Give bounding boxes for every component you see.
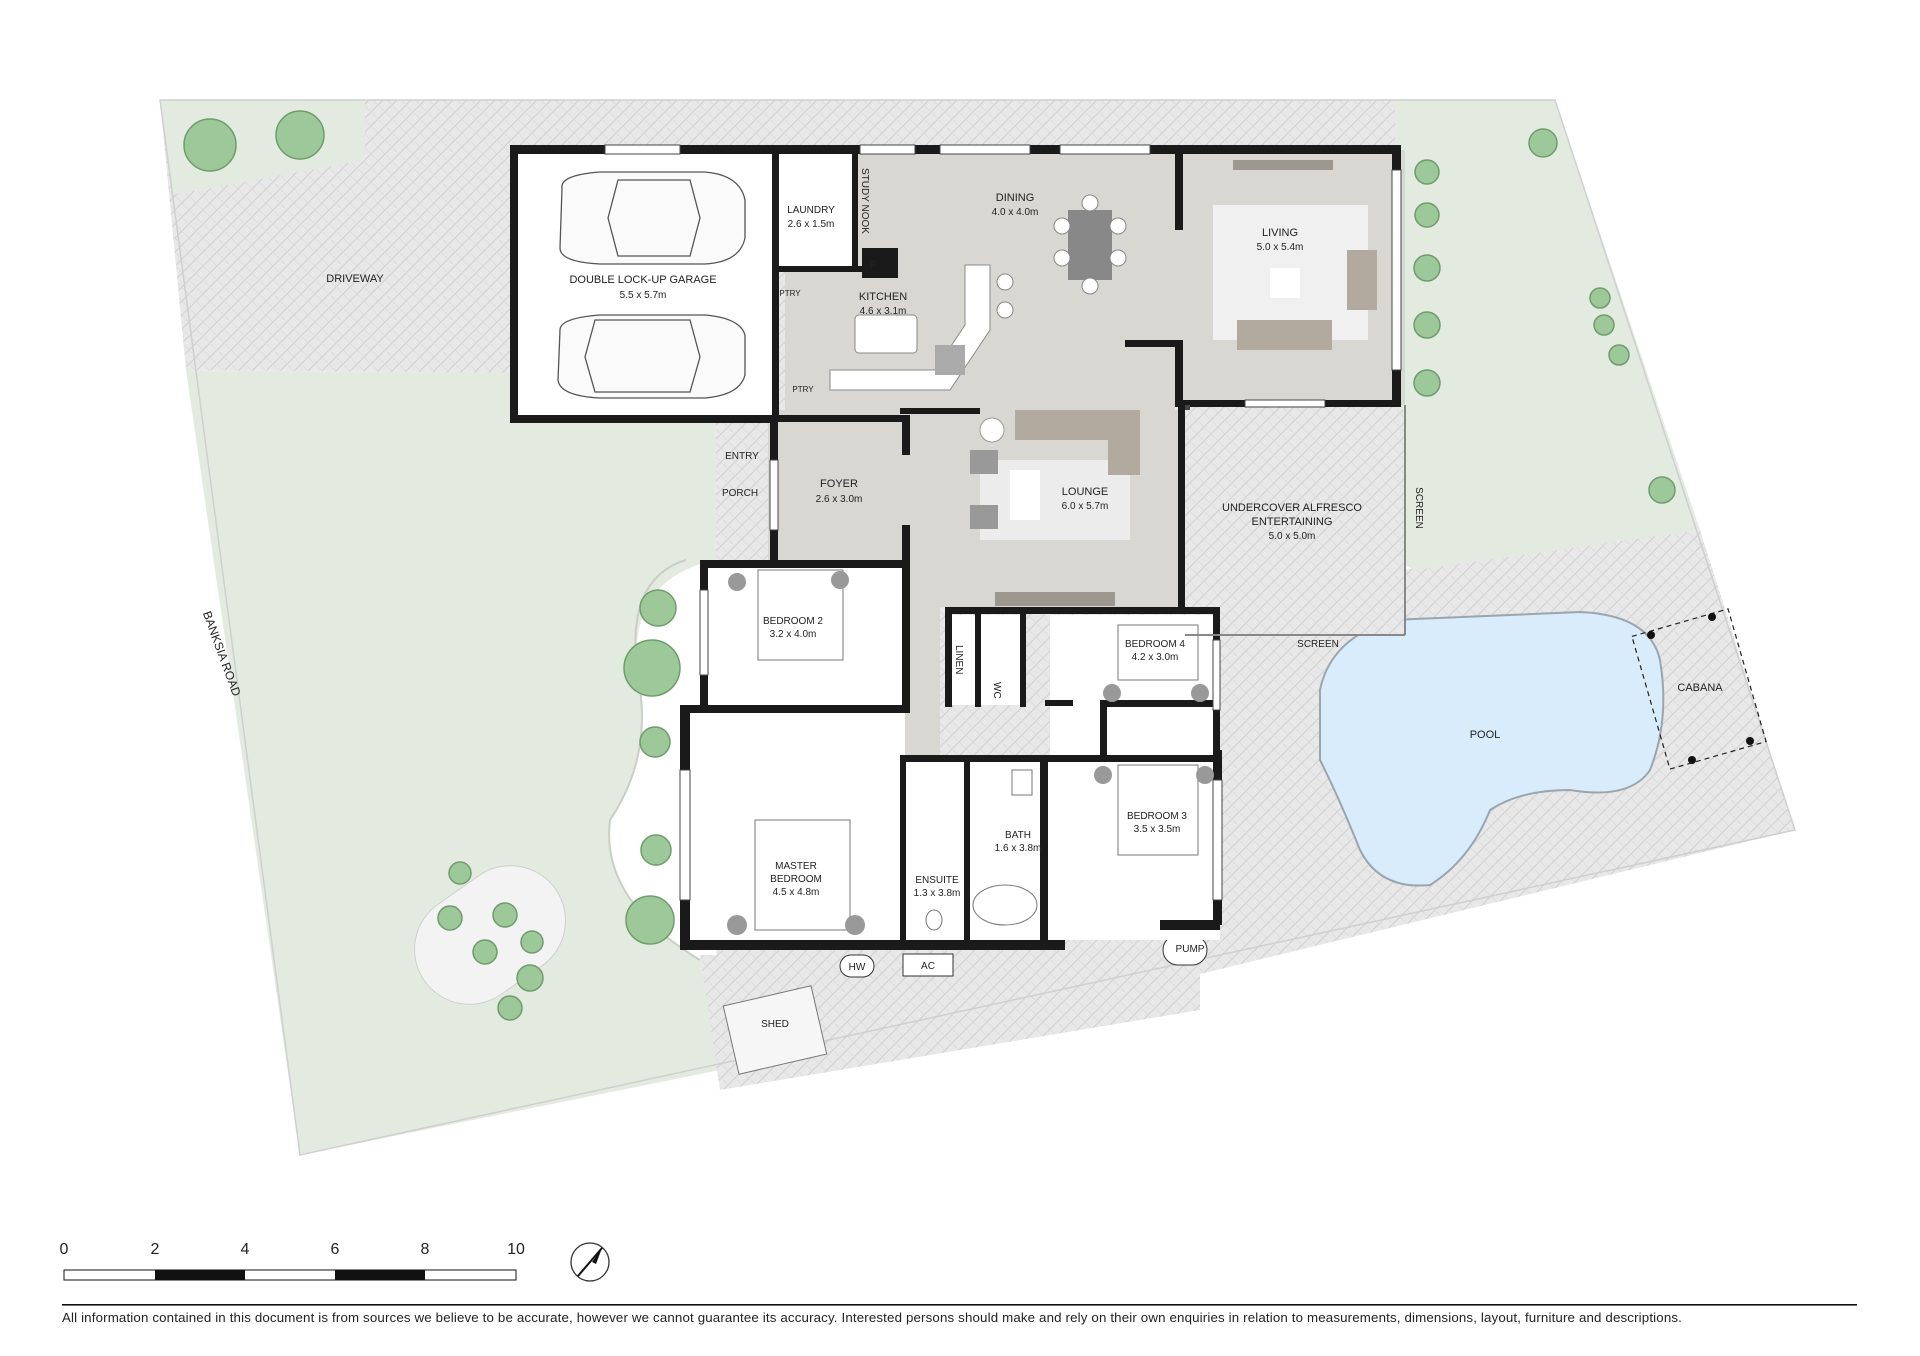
entry-label: ENTRY (725, 451, 759, 462)
porch-label: PORCH (722, 488, 758, 499)
bathtub (972, 884, 1038, 926)
kitchen-label: KITCHEN (859, 291, 907, 303)
kitchen-fixtures (829, 264, 1014, 391)
lounge-furniture (970, 410, 1140, 606)
scale-bar: 0 2 4 6 8 10 (60, 1241, 525, 1281)
back-lawn (1395, 100, 1700, 570)
ensuite-label: ENSUITE (915, 875, 959, 886)
ensuite-dims: 1.3 x 3.8m (914, 888, 961, 899)
wc-label: WC (991, 682, 1002, 699)
cabana-label: CABANA (1677, 682, 1723, 694)
dining-table (1053, 194, 1127, 295)
scale-label: 8 (421, 1241, 430, 1258)
bedroom3-dims: 3.5 x 3.5m (1134, 824, 1181, 835)
foyer-dims: 2.6 x 3.0m (816, 494, 863, 505)
bedroom3-label: BEDROOM 3 (1127, 811, 1187, 822)
compass-icon (570, 1242, 610, 1282)
fridge-label: F (870, 260, 876, 271)
foyer-label: FOYER (820, 478, 858, 490)
wc-floor (980, 615, 1025, 705)
pool-area (722, 608, 1767, 1075)
lounge-label: LOUNGE (1062, 486, 1108, 498)
hw-box (839, 954, 875, 978)
house (510, 144, 1406, 950)
screen-right-label: SCREEN (1413, 487, 1424, 529)
lounge-dims: 6.0 x 5.7m (1062, 501, 1109, 512)
tree-icon (183, 110, 1676, 1021)
alfresco-floor (1180, 410, 1405, 635)
pump-label: PUMP (1176, 944, 1205, 955)
scale-label: 10 (507, 1241, 525, 1258)
bedside-tables (727, 571, 1214, 935)
living-dims: 5.0 x 5.4m (1257, 242, 1304, 253)
bath-dims: 1.6 x 3.8m (995, 843, 1042, 854)
garage-dims: 5.5 x 5.7m (620, 290, 667, 301)
site-boundary (159, 99, 1796, 1156)
laundry-label: LAUNDRY (787, 205, 835, 216)
scale-label: 0 (60, 1241, 69, 1258)
pantry2-label: PTRY (792, 385, 814, 394)
master-dims: 4.5 x 4.8m (773, 887, 820, 898)
bed-icon (754, 569, 1199, 931)
porch-floor (718, 420, 768, 565)
footer-rule (62, 1304, 1857, 1306)
master-label-1: MASTER (775, 861, 817, 872)
laundry-floor (775, 150, 853, 270)
bedroom2-dims: 3.2 x 4.0m (770, 629, 817, 640)
dining-label: DINING (996, 192, 1035, 204)
bedroom2-label: BEDROOM 2 (763, 616, 823, 627)
hw-label: HW (849, 962, 866, 973)
bath-label: BATH (1005, 830, 1031, 841)
master-label-2: BEDROOM (770, 874, 822, 885)
living-label: LIVING (1262, 227, 1298, 239)
shed (722, 985, 828, 1075)
pantry1-label: PTRY (779, 289, 801, 298)
ac-label: AC (921, 961, 935, 972)
kitchen-dims: 4.6 x 3.1m (860, 306, 907, 317)
garage-label: DOUBLE LOCK-UP GARAGE (569, 274, 716, 286)
living-furniture (1213, 160, 1377, 350)
dining-dims: 4.0 x 4.0m (992, 207, 1039, 218)
study-nook-label: STUDY NOOK (859, 168, 870, 234)
linen-label: LINEN (953, 645, 964, 674)
scale-label: 4 (241, 1241, 250, 1258)
bedroom4-dims: 4.2 x 3.0m (1132, 652, 1179, 663)
pool-label: POOL (1470, 729, 1501, 741)
car-icon (557, 171, 746, 399)
alfresco-dims: 5.0 x 5.0m (1269, 531, 1316, 542)
shed-label: SHED (761, 1019, 789, 1030)
disclaimer: All information contained in this docume… (62, 1310, 1683, 1325)
pool (1319, 610, 1665, 887)
south-paving (700, 955, 1200, 1090)
alfresco-label-1: UNDERCOVER ALFRESCO (1222, 502, 1362, 514)
bedroom4-label: BEDROOM 4 (1125, 639, 1185, 650)
ac-box (902, 953, 954, 977)
screen-bottom-label: SCREEN (1297, 639, 1339, 650)
scale-label: 2 (151, 1241, 160, 1258)
alfresco-label-2: ENTERTAINING (1252, 516, 1333, 528)
scale-label: 6 (331, 1241, 340, 1258)
labels: DRIVEWAY DOUBLE LOCK-UP GARAGE 5.5 x 5.7… (200, 168, 1723, 1030)
driveway-label: DRIVEWAY (326, 273, 384, 285)
laundry-dims: 2.6 x 1.5m (788, 219, 835, 230)
front-lawn (186, 370, 720, 1155)
